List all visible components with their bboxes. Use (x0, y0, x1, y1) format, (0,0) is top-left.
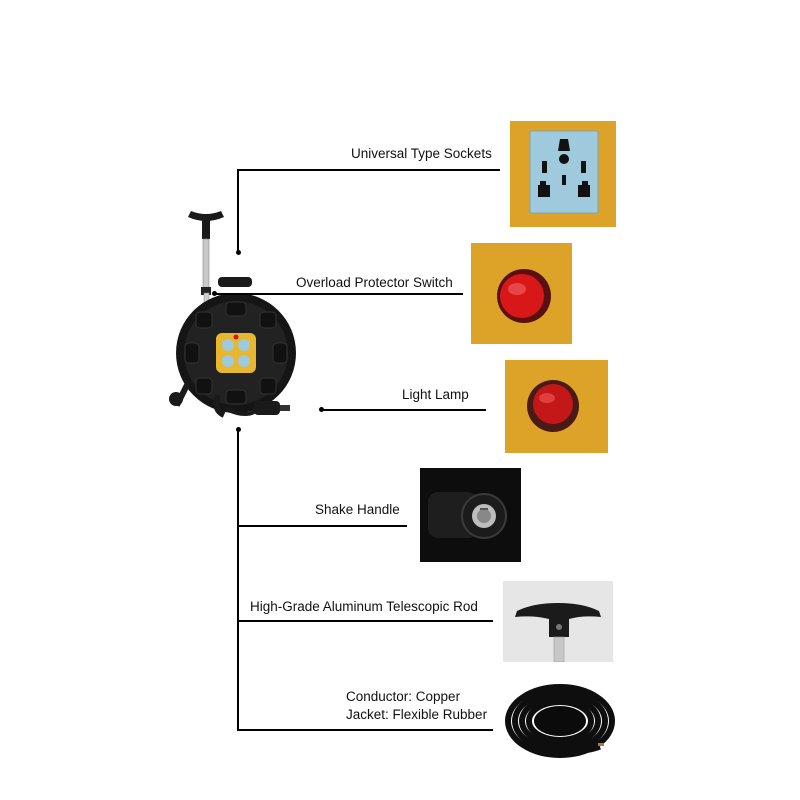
telescopic-rod-handle-icon (503, 581, 613, 662)
feature-label-shake-handle: Shake Handle (315, 502, 400, 517)
connector-line (237, 430, 239, 731)
connector-dot (236, 427, 241, 432)
feature-label-conductor: Conductor: Copper (346, 689, 461, 704)
connector-line (322, 409, 486, 411)
shake-handle-icon (420, 468, 521, 562)
red-protector-switch-icon (471, 243, 572, 344)
feature-label-telescopic-rod: High-Grade Aluminum Telescopic Rod (250, 599, 478, 614)
connector-line (237, 169, 239, 252)
connector-dot (319, 407, 324, 412)
feature-label-universal-sockets: Universal Type Sockets (351, 146, 492, 161)
connector-line (237, 525, 407, 527)
connector-line (237, 620, 493, 622)
rubber-cable-coil-icon (500, 681, 618, 761)
feature-label-overload-protector: Overload Protector Switch (296, 275, 453, 290)
connector-line (214, 293, 463, 295)
connector-dot (236, 250, 241, 255)
red-light-lamp-icon (505, 360, 608, 453)
feature-label-jacket: Jacket: Flexible Rubber (346, 707, 488, 722)
cable-reel-product-image (158, 205, 298, 430)
universal-socket-icon (510, 121, 616, 227)
connector-line (237, 169, 500, 171)
feature-label-light-lamp: Light Lamp (402, 387, 469, 402)
connector-line (237, 729, 493, 731)
connector-dot (212, 291, 217, 296)
